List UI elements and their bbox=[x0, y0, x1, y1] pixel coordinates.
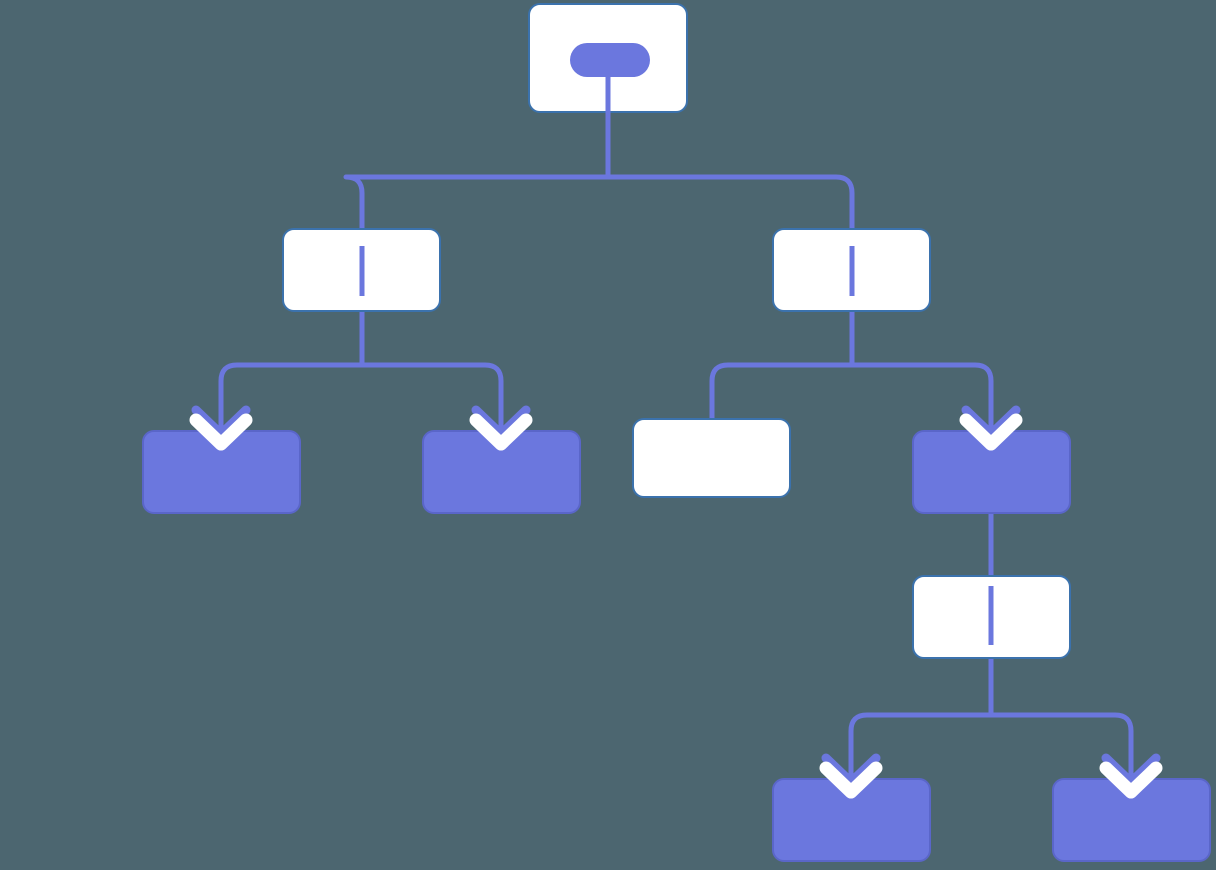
node-sub-branch[interactable] bbox=[912, 575, 1071, 659]
node-leaf-4[interactable] bbox=[772, 778, 931, 862]
edge-n3-to-n6 bbox=[709, 362, 852, 422]
root-pill-placeholder bbox=[570, 43, 650, 77]
node-leaf-1[interactable] bbox=[142, 430, 301, 514]
edge-n2-to-n5 bbox=[362, 362, 504, 432]
node-leaf-3[interactable] bbox=[912, 430, 1071, 514]
edge-root-to-right-child bbox=[608, 174, 855, 232]
edge-root-to-left-child bbox=[343, 174, 608, 232]
node-plain-white[interactable] bbox=[632, 418, 791, 498]
node-root[interactable] bbox=[528, 3, 688, 113]
edge-n8-to-n10 bbox=[991, 712, 1134, 780]
edge-n2-to-n4 bbox=[218, 362, 362, 432]
node-branch-right[interactable] bbox=[772, 228, 931, 312]
node-branch-left[interactable] bbox=[282, 228, 441, 312]
node-leaf-5[interactable] bbox=[1052, 778, 1211, 862]
edge-n8-to-n9 bbox=[848, 712, 991, 780]
node-leaf-2[interactable] bbox=[422, 430, 581, 514]
edge-n3-to-n7 bbox=[852, 362, 994, 432]
